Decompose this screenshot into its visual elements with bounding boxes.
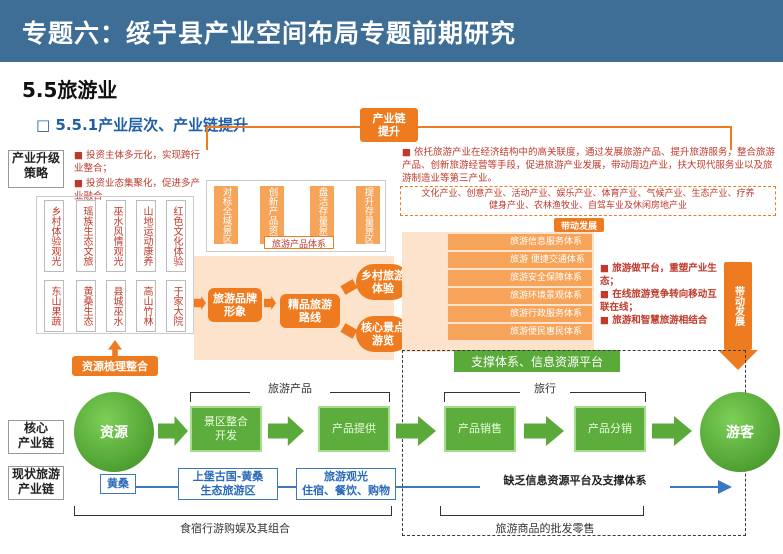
product-system-panel [206, 180, 386, 252]
platform-bullet-1: ■ 旅游做平台，重塑产业生态； [600, 263, 717, 287]
product-dist-box: 产品分销 [574, 406, 646, 452]
service-bar-2: 旅游 便捷交通体系 [448, 252, 592, 268]
brand-box: 旅游品牌 形象 [208, 288, 262, 322]
page-header: 专题六：绥宁县产业空间布局专题前期研究 [0, 0, 783, 62]
drive-dev-tag: 带动发展 [554, 218, 604, 232]
strategy-bullets: ■ 投资主体多元化，实现跨行业整合； ■ 投资业态集聚化，促进多产业融合 [74, 149, 204, 203]
arrow-right-icon [264, 296, 276, 310]
bottom-right-bracket [440, 506, 644, 516]
visitor-circle: 游客 [700, 392, 780, 472]
resource-col-4: 山地运动康养 [136, 200, 156, 272]
upgrade-bracket-left [206, 126, 360, 150]
bottom-left-bracket [74, 506, 392, 516]
platform-bullets: ■ 旅游做平台，重塑产业生态； ■ 在线旅游竞争转向移动互联在线； ■ 旅游和智… [600, 262, 720, 327]
service-bar-1: 旅游信息服务体系 [448, 234, 592, 250]
tour-product-label: 旅游产品 [250, 380, 330, 396]
service-bar-6: 旅游便民惠民体系 [448, 324, 592, 340]
route-box: 精品旅游 路线 [280, 294, 340, 328]
zone-dev-box: 景区整合 开发 [190, 406, 262, 452]
resource-col2-5: 于家大院 [166, 280, 186, 332]
support-platform-box: 支撑体系、信息资源平台 [454, 350, 620, 372]
bottom-left-label: 食宿行游购娱及其组合 [180, 522, 290, 535]
subsection-title: □ 5.5.1产业层次、产业链提升 [36, 116, 249, 134]
core-chain-label: 核心 产业链 [8, 420, 64, 454]
zone-current-box: 上堡古国-黄桑 生态旅游区 [178, 468, 278, 500]
up-arrow-icon [108, 340, 122, 356]
service-bar-4: 旅游环境景观体系 [448, 288, 592, 304]
product-item-4: 提升存量景区 [356, 186, 380, 244]
resource-integrate-box: 资源梳理整合 [72, 356, 158, 376]
strategy-bullet-1: ■ 投资主体多元化，实现跨行业整合； [74, 150, 201, 174]
resource-col-1: 乡村体验观光 [44, 200, 64, 272]
resource-col2-2: 黄桑生态 [76, 280, 96, 332]
industry-upgrade-label: 产业升级 策略 [8, 150, 64, 188]
sightseeing-box: 旅游观光 住宿、餐饮、购物 [296, 468, 396, 500]
industries-box: 文化产业、创意产业、活动产业、娱乐产业、体育产业、气候产业、生态产业、疗养健身产… [400, 186, 776, 216]
product-item-2: 创新产品资源 [260, 186, 284, 244]
product-system-label: 旅游产品体系 [264, 236, 334, 250]
platform-bullet-2: ■ 在线旅游竞争转向移动互联在线； [600, 289, 717, 313]
core-spot-box: 核心景点 游览 [356, 316, 410, 352]
resource-panel [36, 196, 194, 334]
resource-col2-4: 高山竹林 [136, 280, 156, 332]
upgrade-bracket-right [418, 126, 732, 150]
product-item-3: 盘活存量景区 [310, 186, 334, 244]
section-title: 5.5旅游业 [22, 78, 118, 102]
chain-upgrade-tag: 产业链 提升 [360, 108, 418, 142]
resource-col-3: 巫水风情观光 [106, 200, 126, 272]
bottom-right-label: 旅游商品的批发零售 [495, 522, 595, 535]
industries-text: 文化产业、创意产业、活动产业、娱乐产业、体育产业、气候产业、生态产业、疗养健身产… [421, 189, 755, 211]
current-chain-label: 现状旅游 产业链 [8, 466, 64, 500]
resource-col2-1: 东山果蔬 [44, 280, 64, 332]
resource-circle: 资源 [74, 392, 154, 472]
drive-dev-vertical: 带动发展 [724, 262, 752, 350]
right-description: ■ 依托旅游产业在经济结构中的高关联度，通过发展旅游产品、提升旅游服务，整合旅游… [402, 147, 776, 184]
huangsang-box: 黄桑 [100, 474, 136, 494]
resource-col-2: 瑶族生态文旅 [76, 200, 96, 272]
arrow-right-icon [194, 296, 206, 310]
product-sales-box: 产品销售 [444, 406, 516, 452]
rural-tour-box: 乡村旅游 体验 [356, 264, 410, 300]
travel-label: 旅行 [520, 380, 570, 396]
current-chain-line [100, 486, 720, 488]
arrow-right-icon [268, 416, 304, 446]
platform-bullet-3: ■ 旅游和智慧旅游相结合 [600, 315, 708, 326]
resource-col2-3: 县城巫水 [106, 280, 126, 332]
service-bar-5: 旅游行政服务体系 [448, 306, 592, 322]
arrow-right-icon [158, 416, 188, 446]
page-title: 专题六：绥宁县产业空间布局专题前期研究 [22, 19, 517, 48]
lack-platform-text: 缺乏信息资源平台及支撑体系 [480, 472, 670, 488]
product-item-1: 对标全域景区 [214, 186, 238, 244]
product-supply-box: 产品提供 [318, 406, 390, 452]
service-bar-3: 旅游安全保障体系 [448, 270, 592, 286]
resource-col-5: 红色文化体验 [166, 200, 186, 272]
